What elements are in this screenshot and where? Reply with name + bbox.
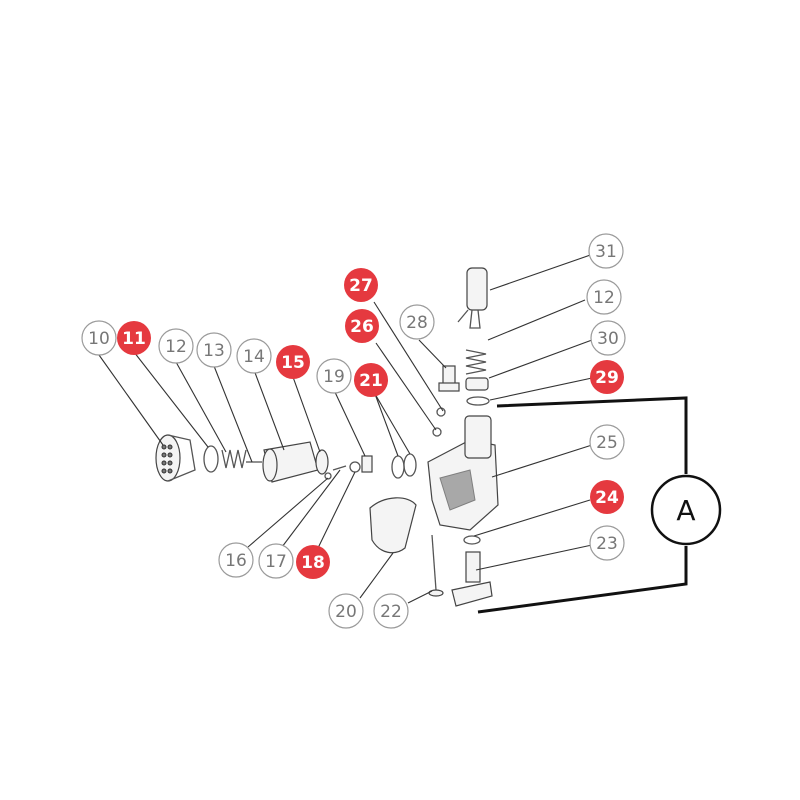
group-a-label: A [676, 494, 695, 527]
callout-29: 29 [590, 360, 624, 394]
part-26-ring [432, 427, 442, 437]
callout-19: 19 [316, 358, 352, 394]
part-12-spring [221, 449, 247, 469]
callout-14: 14 [236, 338, 272, 374]
svg-text:26: 26 [350, 317, 374, 337]
callout-25: 25 [589, 424, 625, 460]
svg-text:10: 10 [88, 329, 110, 349]
callout-12-left: 12 [158, 328, 194, 364]
svg-text:27: 27 [349, 276, 373, 296]
callout-16: 16 [218, 542, 254, 578]
part-30-cap [465, 377, 489, 391]
callout-27: 27 [344, 268, 378, 302]
callout-12-right: 12 [586, 279, 622, 315]
callout-18: 18 [296, 545, 330, 579]
svg-text:14: 14 [243, 347, 265, 367]
part-25-main-body [427, 415, 499, 531]
part-10-filter-cap [155, 434, 196, 482]
part-22-rod [428, 534, 444, 597]
group-a-bracket: A [477, 396, 722, 614]
svg-text:23: 23 [596, 534, 618, 554]
part-21-o-ring-a [391, 455, 405, 479]
callout-17: 17 [258, 543, 294, 579]
callout-23: 23 [589, 525, 625, 561]
svg-text:31: 31 [595, 242, 617, 262]
svg-text:17: 17 [265, 552, 287, 572]
leader-lines [98, 251, 600, 604]
parts-drawing [155, 267, 499, 607]
part-17-stem [332, 465, 347, 471]
svg-text:12: 12 [593, 288, 615, 308]
part-11-o-ring [203, 445, 219, 473]
callout-10: 10 [81, 320, 117, 356]
part-29-o-ring [466, 396, 490, 406]
group-a-circle [650, 474, 722, 546]
callout-30: 30 [590, 320, 626, 356]
part-12-spring-upper [465, 349, 487, 375]
callout-28: 28 [399, 304, 435, 340]
part-19-bracket [361, 455, 373, 473]
svg-text:16: 16 [225, 551, 247, 571]
svg-text:18: 18 [301, 553, 325, 573]
svg-text:30: 30 [597, 329, 619, 349]
part-24-o-ring [463, 535, 481, 545]
svg-text:28: 28 [406, 313, 428, 333]
callout-13: 13 [196, 332, 232, 368]
part-31-actuator [457, 267, 488, 329]
svg-text:15: 15 [281, 353, 305, 373]
part-15-seal [315, 449, 329, 475]
svg-text:20: 20 [335, 602, 357, 622]
part-21-o-ring-b [403, 453, 417, 477]
callouts: 10 11 12 13 14 15 19 21 16 17 18 20 22 2… [81, 233, 626, 629]
svg-text:11: 11 [122, 329, 146, 349]
callout-15: 15 [276, 345, 310, 379]
part-16-washer [324, 472, 332, 480]
callout-26: 26 [345, 309, 379, 343]
svg-text:13: 13 [203, 341, 225, 361]
svg-text:19: 19 [323, 367, 345, 387]
svg-text:29: 29 [595, 368, 619, 388]
part-20-cover [369, 497, 417, 554]
svg-text:22: 22 [380, 602, 402, 622]
svg-text:24: 24 [595, 488, 619, 508]
part-23-valve-seat [451, 551, 493, 607]
part-27-ring [436, 407, 446, 417]
callout-31: 31 [588, 233, 624, 269]
callout-20: 20 [328, 593, 364, 629]
svg-text:25: 25 [596, 433, 618, 453]
svg-text:12: 12 [165, 337, 187, 357]
callout-24: 24 [590, 480, 624, 514]
callout-11: 11 [117, 321, 151, 355]
callout-21: 21 [354, 363, 388, 397]
callout-22: 22 [373, 593, 409, 629]
part-28-plug [438, 365, 460, 392]
part-14-housing [262, 441, 319, 483]
part-18-nut [349, 461, 361, 473]
svg-text:21: 21 [359, 371, 383, 391]
